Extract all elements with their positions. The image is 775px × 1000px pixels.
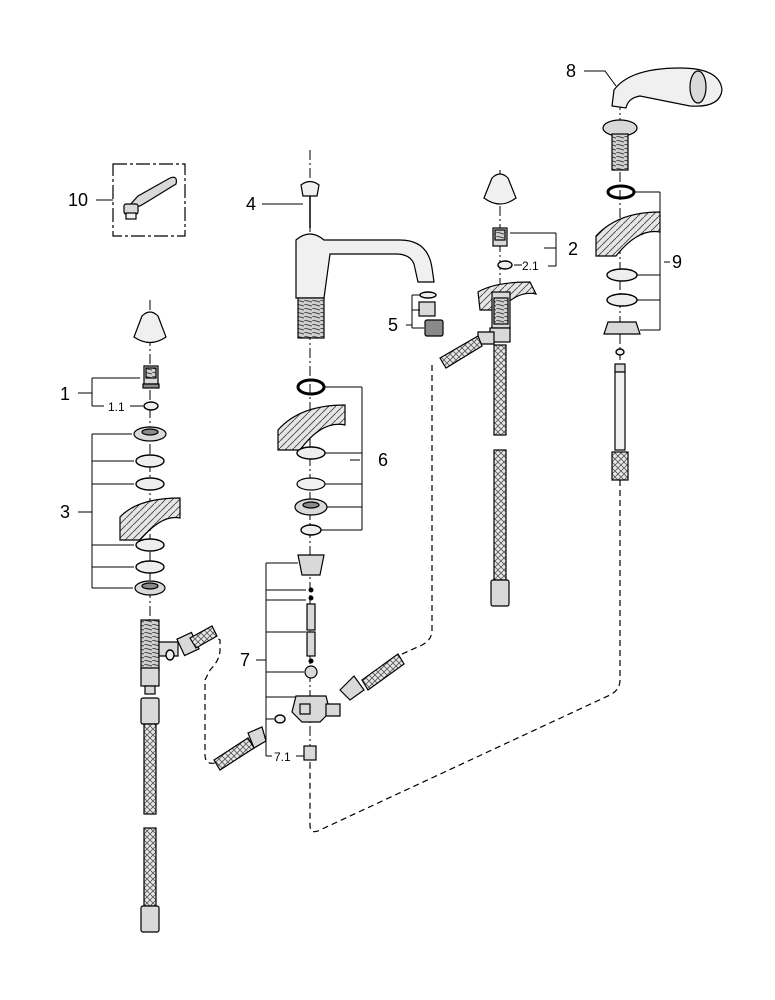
callout-8: 8	[566, 61, 576, 81]
callout-5: 5	[388, 315, 398, 335]
valve-handle-left	[133, 311, 167, 344]
callout-10: 10	[68, 190, 88, 210]
callout-4: 4	[246, 194, 256, 214]
valve-handle-right	[483, 173, 517, 205]
callout-3: 3	[60, 502, 70, 522]
callout-7-1: 7.1	[274, 750, 291, 764]
callout-7: 7	[240, 650, 250, 670]
callout-2: 2	[568, 239, 578, 259]
callout-6: 6	[378, 450, 388, 470]
callout-1-1: 1.1	[108, 400, 125, 414]
callout-1: 1	[60, 384, 70, 404]
lever-handle-detail: 10	[68, 163, 186, 237]
callout-9: 9	[672, 252, 682, 272]
right-valve-assembly: 2 2.1	[439, 170, 578, 607]
left-valve-assembly: 1 1.1 3	[60, 300, 218, 933]
spout-body	[295, 233, 435, 299]
hand-shower-assembly: 8 9	[566, 61, 723, 481]
callout-2-1: 2.1	[522, 259, 539, 273]
hose-routing-lines	[199, 365, 621, 833]
spout-assembly: 4 5 6 7 7.1	[213, 150, 444, 771]
